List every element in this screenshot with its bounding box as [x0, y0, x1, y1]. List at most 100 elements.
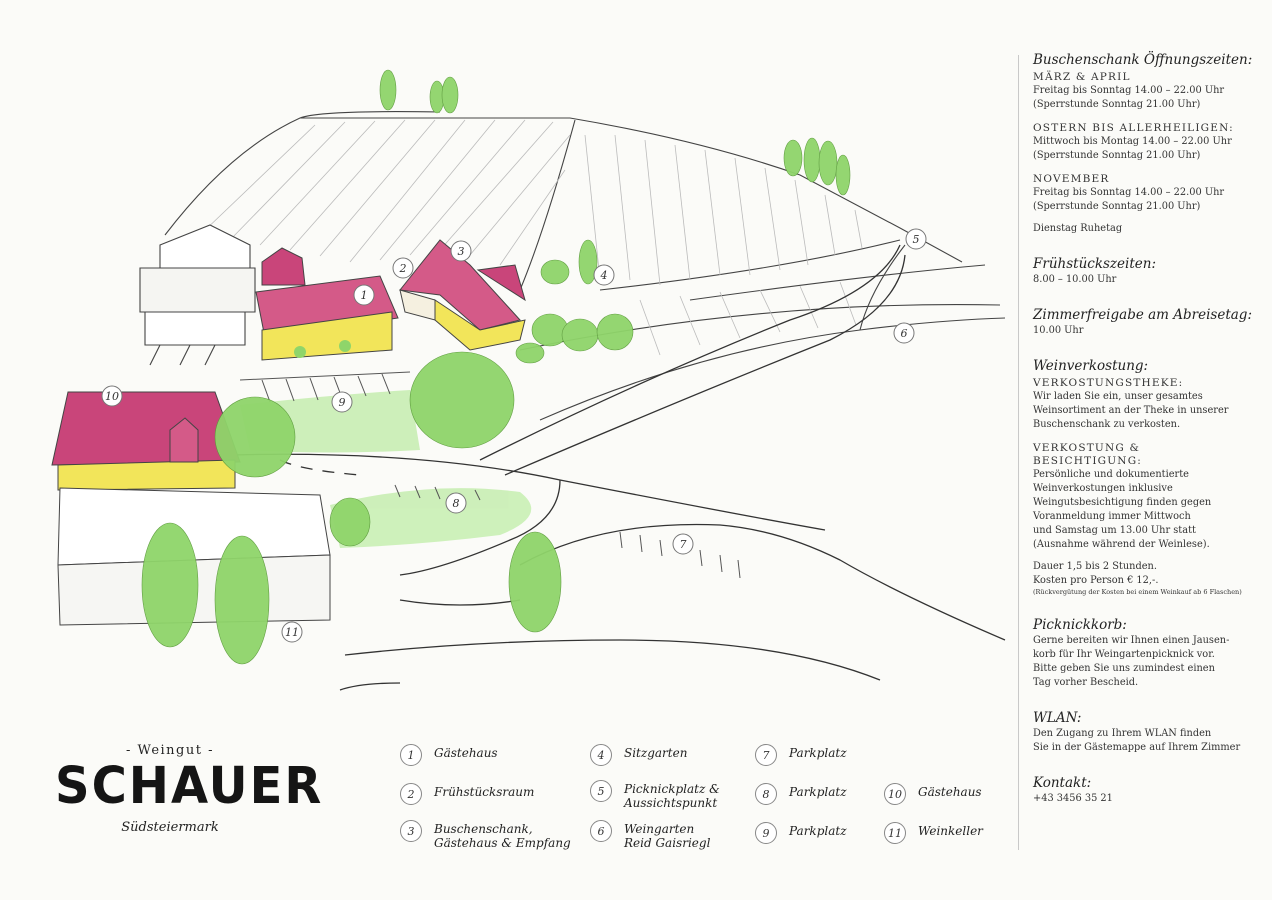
picnic-text: Tag vorher Bescheid.: [1033, 677, 1139, 688]
marker-2: 2: [399, 262, 407, 275]
tasting-sub: VERKOSTUNG &: [1033, 442, 1141, 454]
parking-stalls: [239, 371, 741, 579]
tasting-text: Weinverkostungen inklusive: [1033, 483, 1173, 494]
legend-item: 3 Buschenschank, Gästehaus & Empfang: [400, 820, 571, 850]
tasting-text: Persönliche und dokumentierte: [1033, 469, 1189, 480]
marker-9: 9: [339, 396, 346, 409]
legend-number: 3: [400, 820, 422, 842]
roads: [229, 244, 1006, 691]
legend-label: Sitzgarten: [624, 746, 688, 760]
contact-title: Kontakt:: [1033, 775, 1092, 791]
legend-item: 11 Weinkeller: [884, 822, 983, 844]
marker-3: 3: [458, 245, 465, 258]
legend-label: Frühstücksraum: [434, 785, 535, 799]
logo-region: Südsteiermark: [121, 820, 219, 835]
hours-line: (Sperrstunde Sonntag 21.00 Uhr): [1033, 201, 1201, 212]
logo-brand: SCHAUER: [55, 756, 324, 816]
legend-number: 9: [755, 822, 777, 844]
tasting-text: Voranmeldung immer Mittwoch: [1033, 511, 1191, 522]
contact-phone[interactable]: +43 3456 35 21: [1033, 793, 1113, 804]
rest-day: Dienstag Ruhetag: [1033, 223, 1123, 234]
legend-number: 1: [400, 744, 422, 766]
hours-line: Freitag bis Sonntag 14.00 – 22.00 Uhr: [1033, 187, 1225, 198]
legend-label: Gästehaus: [918, 785, 982, 799]
tasting-text: Weinsortiment an der Theke in unserer: [1033, 405, 1229, 416]
hours-line: Mittwoch bis Montag 14.00 – 22.00 Uhr: [1033, 136, 1232, 147]
trees: [141, 69, 851, 665]
legend-item: 7 Parkplatz: [755, 744, 847, 766]
season-label: MÄRZ & APRIL: [1033, 71, 1131, 83]
marker-11: 11: [285, 626, 299, 639]
marker-1: 1: [361, 289, 368, 302]
picnic-text: Gerne bereiten wir Ihnen einen Jausen-: [1033, 635, 1230, 646]
barn-left: [139, 224, 256, 366]
legend-item: 10 Gästehaus: [884, 783, 982, 805]
wifi-text: Sie in der Gästemappe auf Ihrem Zimmer: [1033, 742, 1241, 753]
picnic-text: korb für Ihr Weingartenpicknick vor.: [1033, 649, 1215, 660]
vineyard-rows: [199, 119, 863, 356]
legend-label: Parkplatz: [789, 785, 847, 799]
legend-number: 8: [755, 783, 777, 805]
map-markers: [101, 228, 927, 643]
tasting-duration: Dauer 1,5 bis 2 Stunden.: [1033, 561, 1157, 572]
legend-number: 7: [755, 744, 777, 766]
guesthouse-10: [51, 391, 241, 491]
tasting-sub: BESICHTIGUNG:: [1033, 455, 1143, 467]
tasting-text: Buschenschank zu verkosten.: [1033, 419, 1181, 430]
legend-number: 5: [590, 780, 612, 802]
tasting-title: Weinverkostung:: [1033, 358, 1149, 374]
marker-6: 6: [901, 327, 908, 340]
map-marker-labels: 1 2 3 4 5 6 7 8 9 10 11: [105, 233, 920, 639]
picnic-title: Picknickkorb:: [1033, 617, 1127, 633]
tasting-text: (Ausnahme während der Weinlese).: [1033, 539, 1210, 550]
season-label: NOVEMBER: [1033, 173, 1110, 185]
guesthouse-1: [255, 247, 399, 361]
picnic-text: Bitte geben Sie uns zumindest einen: [1033, 663, 1215, 674]
buschenschank-3: [399, 239, 526, 351]
winery-logo: - Weingut - SCHAUER Südsteiermark: [55, 743, 324, 835]
legend-label: Parkplatz: [789, 824, 847, 838]
marker-8: 8: [453, 497, 460, 510]
tasting-text: Weingutsbesichtigung finden gegen: [1033, 497, 1212, 508]
hours-line: Freitag bis Sonntag 14.00 – 22.00 Uhr: [1033, 85, 1225, 96]
checkout-title: Zimmerfreigabe am Abreisetag:: [1033, 307, 1252, 323]
info-panel: Buschenschank Öffnungszeiten: MÄRZ & APR…: [1033, 52, 1265, 806]
legend-label: Buschenschank, Gästehaus & Empfang: [434, 822, 571, 850]
marker-10: 10: [105, 390, 119, 403]
legend-item: 2 Frühstücksraum: [400, 783, 534, 805]
legend-item: 6 Weingarten Reid Gaisriegl: [590, 820, 710, 850]
legend-label: Picknickplatz & Aussichtspunkt: [624, 782, 720, 810]
divider-line: [1018, 55, 1019, 850]
legend-item: 4 Sitzgarten: [590, 744, 687, 766]
tasting-text: und Samstag um 13.00 Uhr statt: [1033, 525, 1196, 536]
legend-item: 1 Gästehaus: [400, 744, 498, 766]
hours-title: Buschenschank Öffnungszeiten:: [1033, 52, 1253, 68]
legend-label: Gästehaus: [434, 746, 498, 760]
legend-item: 5 Picknickplatz & Aussichtspunkt: [590, 780, 720, 810]
tasting-cost: Kosten pro Person € 12,-.: [1033, 575, 1159, 586]
legend-number: 10: [884, 783, 906, 805]
wifi-title: WLAN:: [1033, 710, 1082, 726]
marker-5: 5: [913, 233, 920, 246]
tasting-text: Wir laden Sie ein, unser gesamtes: [1033, 391, 1203, 402]
breakfast-title: Frühstückszeiten:: [1033, 256, 1157, 272]
legend-label: Weingarten Reid Gaisriegl: [624, 822, 711, 850]
legend-item: 8 Parkplatz: [755, 783, 847, 805]
legend-number: 2: [400, 783, 422, 805]
marker-4: 4: [600, 269, 608, 282]
legend-number: 11: [884, 822, 906, 844]
legend-label: Parkplatz: [789, 746, 847, 760]
checkout-time: 10.00 Uhr: [1033, 325, 1084, 336]
marker-7: 7: [680, 538, 687, 551]
legend-number: 6: [590, 820, 612, 842]
hours-line: (Sperrstunde Sonntag 21.00 Uhr): [1033, 99, 1201, 110]
logo-pre: - Weingut -: [126, 743, 214, 758]
hours-line: (Sperrstunde Sonntag 21.00 Uhr): [1033, 150, 1201, 161]
season-label: OSTERN BIS ALLERHEILIGEN:: [1033, 122, 1234, 134]
wifi-text: Den Zugang zu Ihrem WLAN finden: [1033, 728, 1212, 739]
estate-map: 1 2 3 4 5 6 7 8 9 10 11: [51, 69, 1006, 691]
tasting-refund-note: (Rückvergütung der Kosten bei einem Wein…: [1033, 588, 1242, 596]
breakfast-time: 8.00 – 10.00 Uhr: [1033, 274, 1117, 285]
legend-item: 9 Parkplatz: [755, 822, 847, 844]
tasting-sub: VERKOSTUNGSTHEKE:: [1033, 377, 1184, 389]
